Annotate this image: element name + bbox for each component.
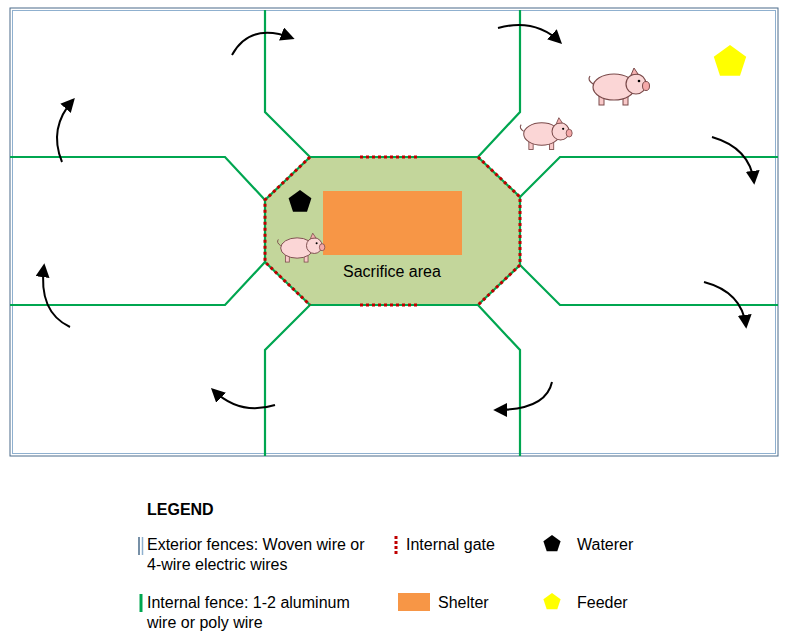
shelter	[323, 191, 462, 255]
legend-swatch	[398, 593, 430, 611]
internal-gate	[478, 157, 520, 305]
feeder	[714, 45, 746, 76]
sacrifice-area: Sacrifice area	[265, 157, 520, 305]
octagon-outline	[265, 157, 520, 305]
pig	[589, 68, 650, 105]
waterer-sample	[543, 535, 560, 551]
pig	[520, 118, 572, 150]
internal-gate	[360, 156, 420, 159]
internal-fence-sample	[140, 594, 143, 612]
exterior-fence	[10, 8, 778, 456]
legend-text: Exterior fences: Woven wire or 4-wire el…	[147, 535, 373, 575]
feeder-sample	[543, 593, 560, 609]
waterer	[289, 190, 312, 212]
exterior-fence	[13, 11, 776, 454]
internal-gate	[265, 157, 310, 305]
exterior-fence-sample	[138, 537, 140, 555]
internal-fences	[10, 10, 778, 456]
exterior-fence-sample	[142, 537, 144, 555]
legend-text: Shelter	[438, 593, 538, 613]
legend-text: Internal fence: 1-2 aluminum wire or pol…	[147, 593, 379, 633]
sacrifice-ground	[265, 157, 520, 305]
pig	[278, 233, 325, 262]
legend-heading: LEGEND	[147, 500, 214, 520]
legend-text: Feeder	[577, 593, 707, 613]
legend-text: Internal gate	[406, 535, 536, 555]
rotation-arrows	[43, 25, 754, 410]
area-label: Sacrifice area	[343, 263, 441, 281]
gate-sample	[395, 536, 398, 556]
legend-text: Waterer	[577, 535, 707, 555]
internal-gate	[360, 304, 420, 307]
